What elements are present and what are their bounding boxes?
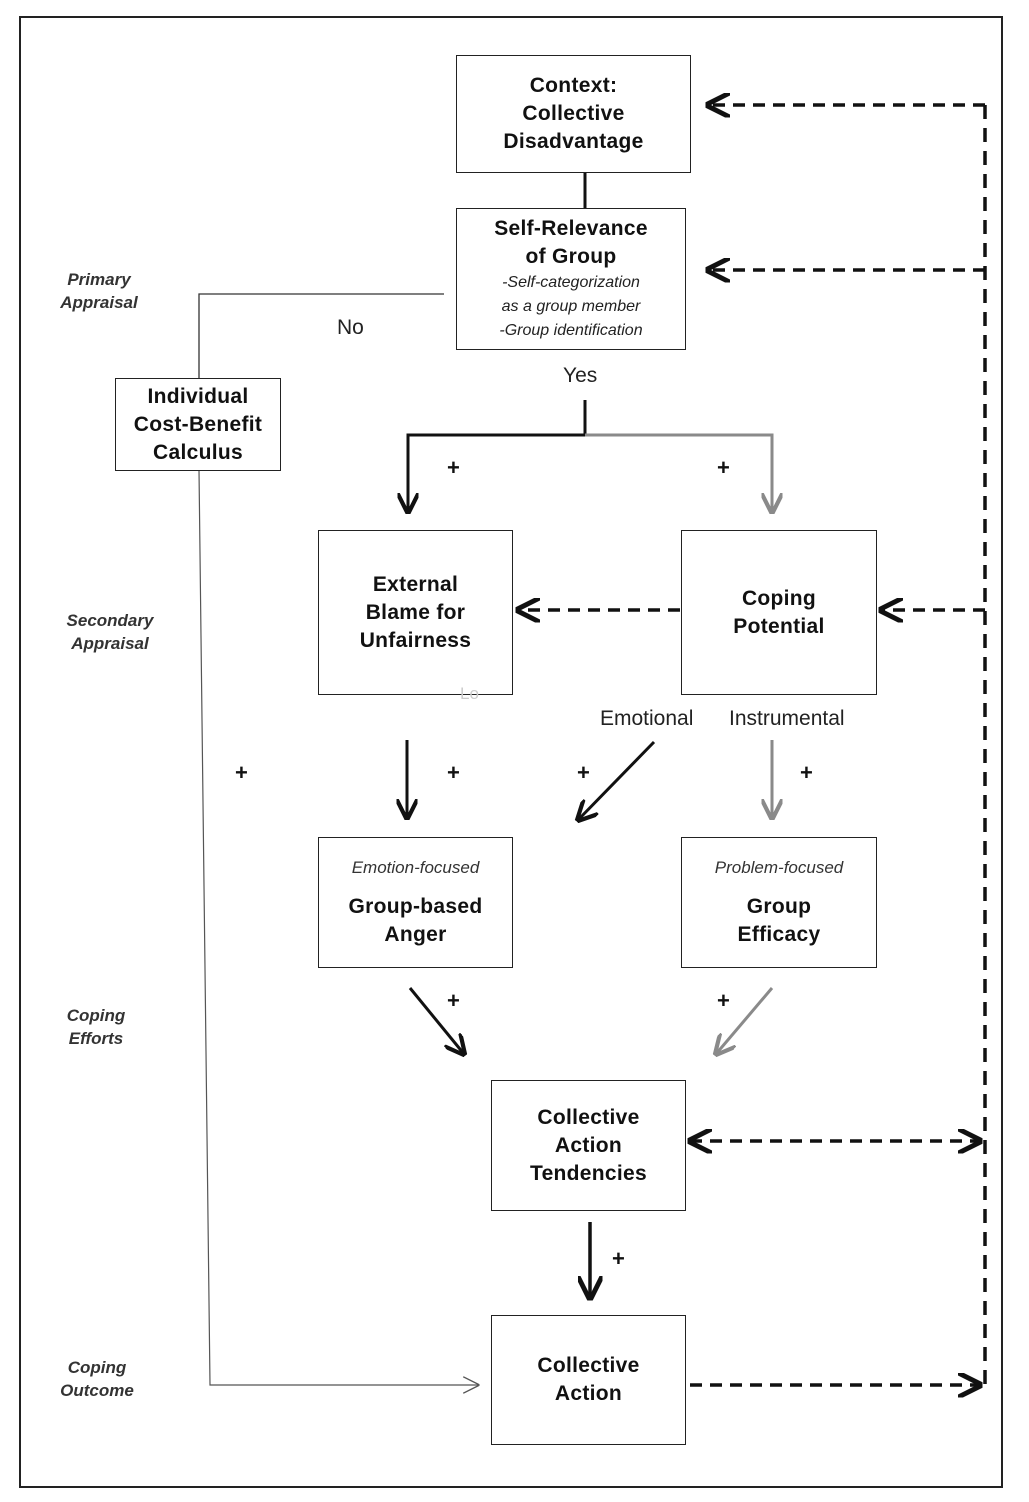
- self-relevance-of-group-box: Self-Relevance of Group -Self-categoriza…: [456, 208, 686, 350]
- group-based-anger-box: Emotion-focused Group-based Anger: [318, 837, 513, 968]
- yes-label: Yes: [563, 364, 598, 387]
- plus-sign-instrumental-efficacy: +: [800, 760, 813, 785]
- stage-label-coping-outcome: Coping Outcome: [60, 1358, 134, 1400]
- individual-to-action-line: [198, 469, 478, 1385]
- plus-sign-yes-coping: +: [717, 455, 730, 480]
- stage-label-secondary-appraisal: Secondary Appraisal: [66, 611, 154, 653]
- stage-label-coping-efforts: Coping Efforts: [66, 1006, 126, 1048]
- no-path-line: [198, 293, 444, 378]
- plus-sign-efficacy-tendencies: +: [717, 988, 730, 1013]
- yes-to-blame-arrow: [408, 400, 587, 512]
- context-collective-disadvantage-box: Context: Collective Disadvantage: [456, 55, 691, 173]
- plus-sign-emotional-anger: +: [577, 760, 590, 785]
- external-blame-box: External Blame for Unfairness: [318, 530, 513, 695]
- efficacy-to-tendencies-arrow: [716, 987, 774, 1054]
- plus-sign-individual: +: [235, 760, 248, 785]
- collective-action-box: Collective Action: [491, 1315, 686, 1445]
- anger-to-tendencies-arrow: [408, 987, 464, 1054]
- group-efficacy-box: Problem-focused Group Efficacy: [681, 837, 877, 968]
- plus-sign-blame-anger: +: [447, 760, 460, 785]
- no-label: No: [337, 316, 364, 339]
- plus-sign-yes-blame: +: [447, 455, 460, 480]
- individual-cost-benefit-box: Individual Cost-Benefit Calculus: [115, 378, 281, 471]
- emotional-label: Emotional: [600, 707, 694, 730]
- plus-sign-anger-tendencies: +: [447, 988, 460, 1013]
- plus-sign-tendencies-action: +: [612, 1246, 625, 1271]
- collective-action-tendencies-box: Collective Action Tendencies: [491, 1080, 686, 1211]
- stage-label-primary-appraisal: Primary Appraisal: [60, 270, 138, 312]
- yes-to-coping-arrow: [585, 433, 772, 512]
- instrumental-label: Instrumental: [729, 707, 845, 730]
- emotional-to-anger-arrow: [578, 740, 656, 820]
- faint-artifact-text: Lo: [460, 684, 479, 703]
- coping-potential-box: Coping Potential: [681, 530, 877, 695]
- figure-frame: [19, 16, 1003, 1488]
